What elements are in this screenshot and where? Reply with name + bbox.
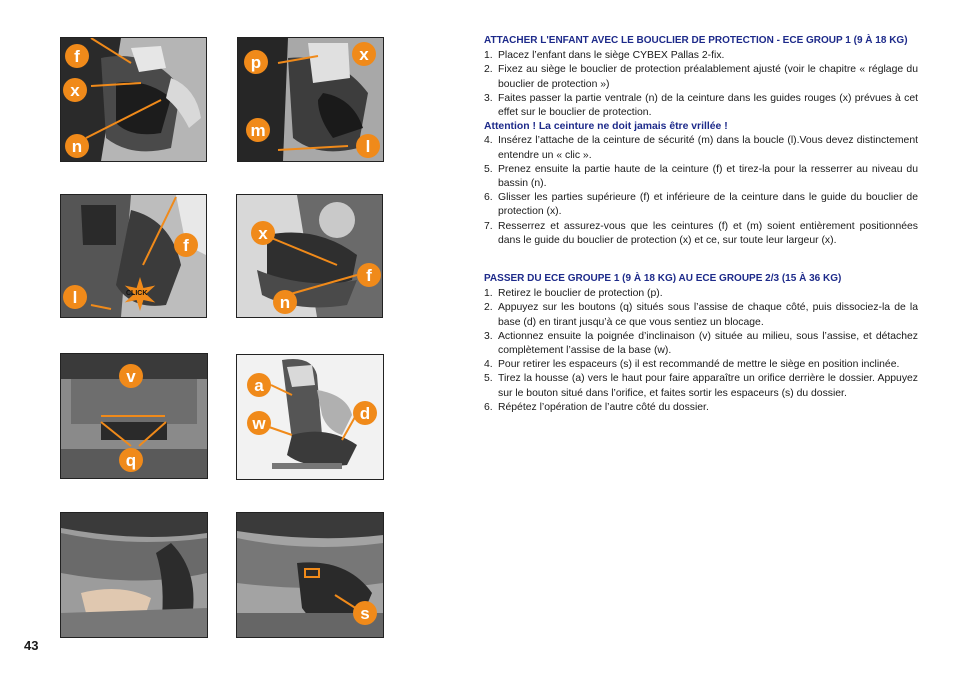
- steps-list-attach-a: 1.Placez l’enfant dans le siège CYBEX Pa…: [484, 49, 918, 120]
- step-item: 5.Prenez ensuite la partie haute de la c…: [484, 163, 918, 190]
- step-item: 2.Appuyez sur les boutons (q) situés sou…: [484, 302, 918, 328]
- figure-image: [61, 38, 206, 161]
- step-item: 3.Actionnez ensuite la poignée d’inclina…: [484, 330, 918, 357]
- figure-seat-parts: a w d: [236, 354, 384, 480]
- section-title-convert: PASSER DU ECE GROUPE 1 (9 À 18 KG) AU EC…: [484, 273, 842, 285]
- label-v: v: [119, 364, 143, 388]
- page-number: 43: [24, 638, 39, 653]
- step-item: 1.Retirez le bouclier de protection (p).: [484, 288, 663, 300]
- figure-spacers: s: [236, 512, 384, 638]
- section-title-attach: ATTACHER L'ENFANT AVEC LE BOUCLIER DE PR…: [484, 35, 908, 46]
- figure-image: [237, 195, 382, 317]
- step-item: 7.Resserrez et assurez-vous que les cein…: [484, 220, 918, 246]
- step-item: 1.Placez l’enfant dans le siège CYBEX Pa…: [484, 50, 725, 62]
- label-l: l: [356, 134, 380, 158]
- click-badge: CLICK: [126, 290, 148, 297]
- step-item: 6.Répétez l’opération de l’autre côté du…: [484, 401, 709, 413]
- steps-list-attach-b: 4.Insérez l’attache de la ceinture de sé…: [484, 134, 918, 248]
- figure-belt-routing: f x n: [60, 37, 207, 162]
- figure-image: [61, 513, 207, 637]
- figure-child-shield: x f n: [236, 194, 383, 318]
- label-s: s: [353, 601, 377, 625]
- label-w: w: [247, 411, 271, 435]
- figure-release-buttons: v q: [60, 353, 208, 479]
- click-burst-icon: [124, 277, 156, 311]
- label-q: q: [119, 448, 143, 472]
- figure-belt-click: CLICK f l: [60, 194, 207, 318]
- label-a: a: [247, 373, 271, 397]
- label-x: x: [352, 42, 376, 66]
- figure-hand-recline: [60, 512, 208, 638]
- label-f: f: [65, 44, 89, 68]
- step-item: 2.Fixez au siège le bouclier de protecti…: [484, 64, 918, 90]
- label-d: d: [353, 401, 377, 425]
- label-x: x: [251, 221, 275, 245]
- step-item: 3.Faites passer la partie ventrale (n) d…: [484, 92, 918, 119]
- step-item: 4.Pour retirer les espaceurs (s) il est …: [484, 359, 900, 371]
- instructions-column: ATTACHER L'ENFANT AVEC LE BOUCLIER DE PR…: [484, 34, 918, 415]
- label-n: n: [65, 134, 89, 158]
- figure-buckle-insert: p x m l: [237, 37, 384, 162]
- label-m: m: [246, 118, 270, 142]
- step-item: 6.Glisser les parties supérieure (f) et …: [484, 192, 918, 218]
- label-x: x: [63, 78, 87, 102]
- label-f: f: [174, 233, 198, 257]
- warning-text: Attention ! La ceinture ne doit jamais ê…: [484, 121, 728, 133]
- label-p: p: [244, 50, 268, 74]
- label-l: l: [63, 285, 87, 309]
- label-n: n: [273, 290, 297, 314]
- label-f: f: [357, 263, 381, 287]
- step-item: 4.Insérez l’attache de la ceinture de sé…: [484, 135, 918, 161]
- step-item: 5.Tirez la housse (a) vers le haut pour …: [484, 373, 918, 399]
- steps-list-convert: 1.Retirez le bouclier de protection (p).…: [484, 287, 918, 415]
